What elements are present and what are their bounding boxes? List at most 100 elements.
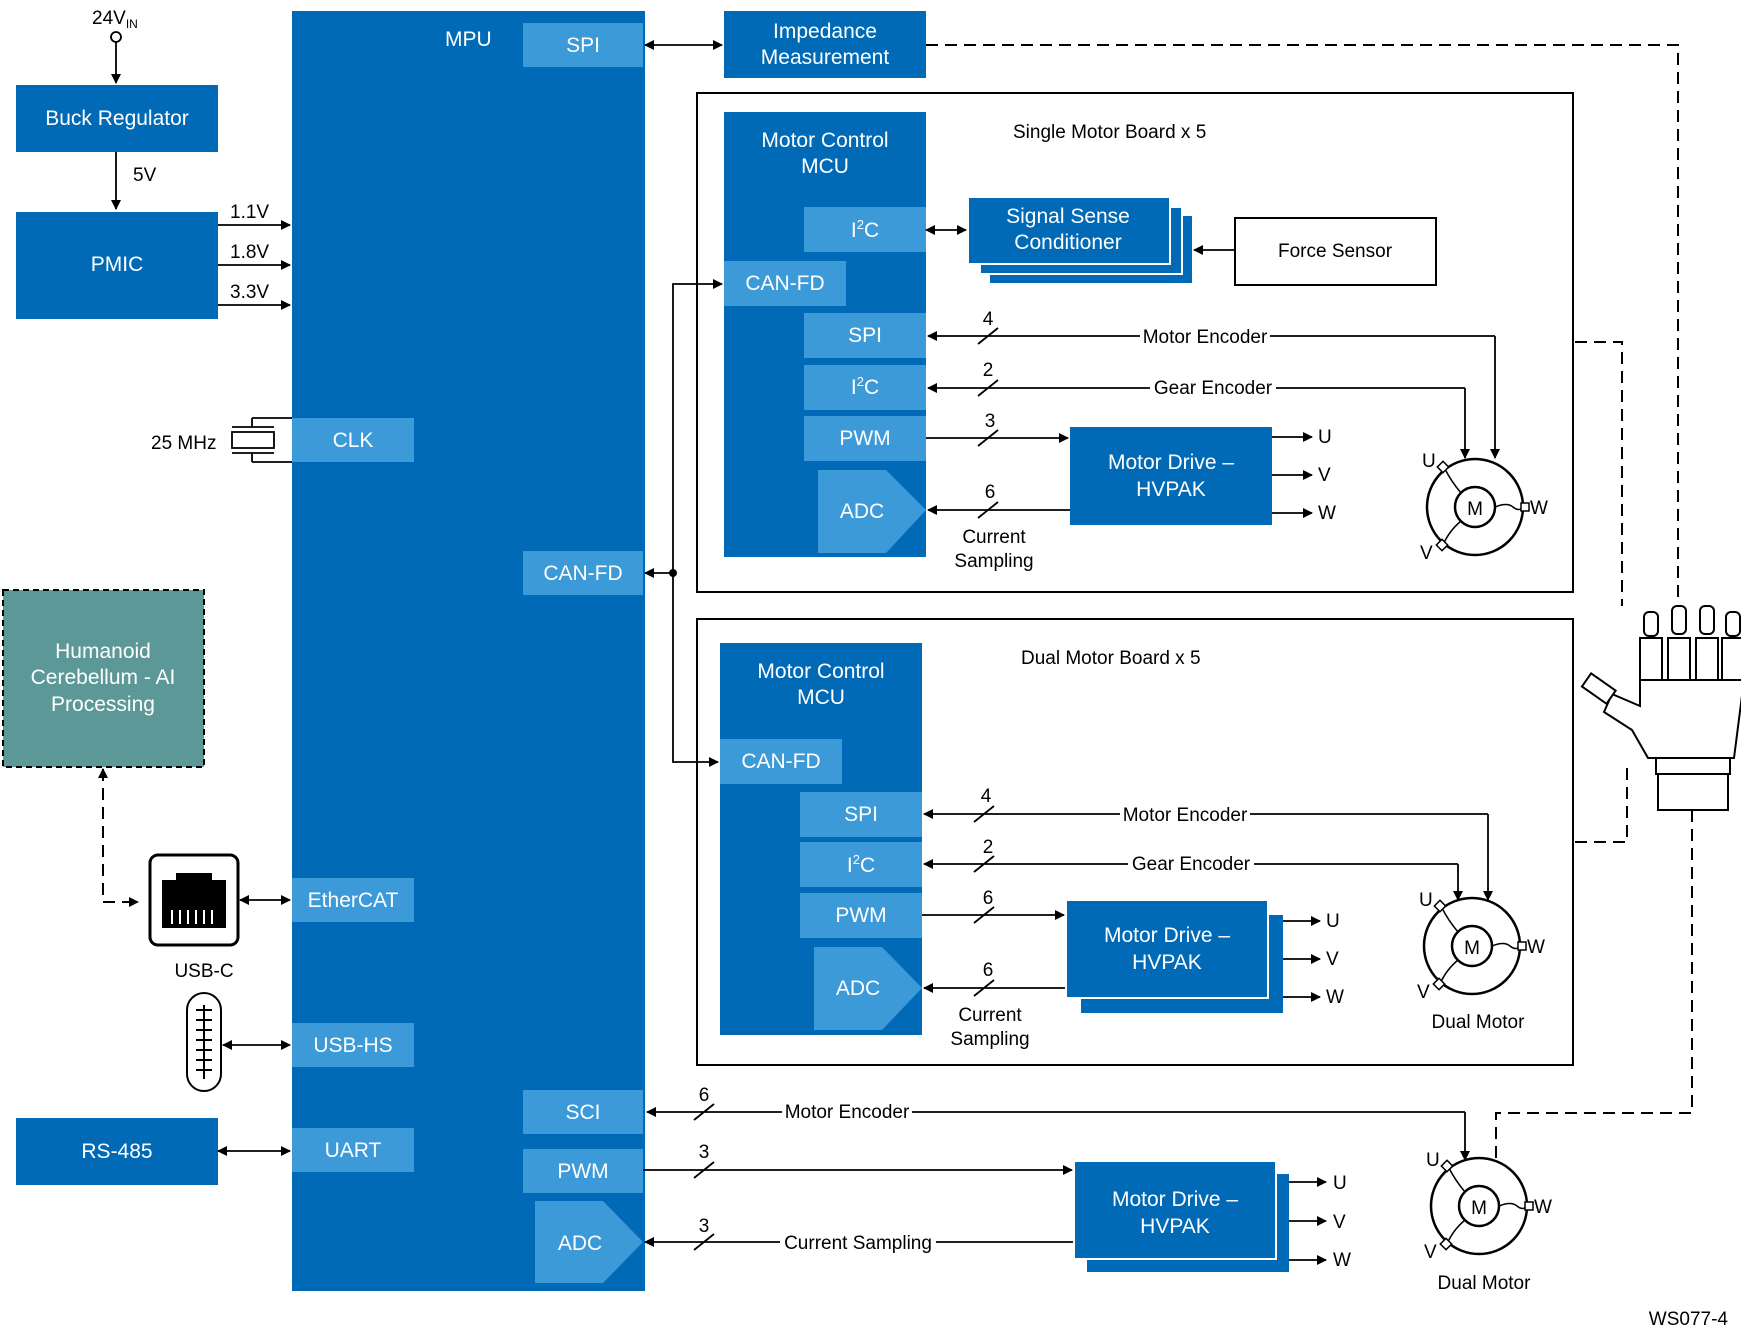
mpu-port-sci-label: SCI (565, 1101, 600, 1124)
single-motor-encoder-label: Motor Encoder (1143, 327, 1268, 348)
mpu-port-canfd (523, 551, 643, 595)
mpu-port-ethercat (292, 878, 414, 922)
bottom-out-v: V (1333, 1212, 1346, 1233)
single-port-i2c (804, 207, 926, 252)
single-port-adc-label: ADC (840, 500, 884, 523)
bottom-motor-drive-block (1073, 1160, 1277, 1260)
single-port-canfd (724, 261, 846, 306)
single-board-title: Single Motor Board x 5 (1013, 122, 1206, 143)
dual-motor-encoder-label: Motor Encoder (1123, 805, 1248, 826)
single-port-pwm (804, 416, 926, 461)
rs485-block (16, 1118, 218, 1185)
mpu-title: MPU (445, 28, 492, 51)
dual-adc-width: 6 (983, 960, 994, 981)
rail-1v8: 1.8V (230, 242, 269, 263)
rail-1v1: 1.1V (230, 202, 269, 223)
mpu-direct-drive: 6 Motor Encoder 3 3 Current Sampling Mot… (643, 1085, 1531, 1294)
dual-port-adc-label: ADC (836, 977, 880, 1000)
bottom-adc-width: 3 (699, 1216, 710, 1237)
mpu-port-pwm (523, 1149, 643, 1193)
vin-label: 24VIN (92, 8, 138, 31)
single-adc-width: 6 (985, 482, 996, 503)
bottom-motor-label: Dual Motor (1438, 1273, 1532, 1294)
mpu-port-uart (292, 1128, 414, 1172)
dual-port-pwm (800, 893, 922, 938)
dual-motor-label: Dual Motor (1432, 1012, 1526, 1033)
buck-regulator-block (16, 85, 218, 152)
bottom-out-u: U (1333, 1173, 1347, 1194)
mpu-port-adc (535, 1201, 643, 1283)
impedance-label-2: Measurement (761, 46, 890, 69)
dual-drive-label-2: HVPAK (1132, 951, 1202, 974)
bottom-current-label: Current Sampling (784, 1233, 932, 1254)
dual-out-v: V (1326, 949, 1339, 970)
dual-port-i2c-label: I2C (847, 852, 875, 877)
crystal-icon (231, 417, 292, 463)
signal-sense-label-1: Signal Sense (1006, 205, 1130, 228)
motor-v-label: V (1420, 543, 1433, 564)
bottom-motor-encoder-label: Motor Encoder (785, 1102, 910, 1123)
dual-port-pwm-label: PWM (835, 904, 886, 927)
single-port-canfd-label: CAN-FD (745, 272, 824, 295)
pmic-block (16, 212, 218, 319)
single-out-u: U (1318, 427, 1332, 448)
dual-i2c-width: 2 (983, 837, 994, 858)
single-out-w: W (1318, 503, 1336, 524)
crystal-label: 25 MHz (151, 433, 216, 454)
dual-current-label-1: Current (958, 1005, 1022, 1026)
single-current-label-2: Sampling (954, 551, 1033, 572)
mpu-port-sci (523, 1090, 643, 1134)
mpu-port-clk-label: CLK (333, 429, 374, 452)
mpu-port-clk (292, 418, 414, 462)
dual-port-canfd (720, 739, 842, 784)
power-section: 24VIN Buck Regulator 5V PMIC 1.1V 1.8V 3… (16, 8, 292, 463)
bottom-pwm-width: 3 (699, 1142, 710, 1163)
buck-regulator-label: Buck Regulator (45, 107, 189, 130)
mpu-port-pwm-label: PWM (557, 1160, 608, 1183)
canfd-bus (644, 279, 723, 767)
mpu-port-spi-label: SPI (566, 34, 600, 57)
motor-icon-bottom: M U V W (1424, 1150, 1552, 1263)
single-port-pwm-label: PWM (839, 427, 890, 450)
dual-gear-encoder-label: Gear Encoder (1132, 854, 1251, 875)
single-port-spi (804, 313, 926, 358)
dual-pwm-width: 6 (983, 888, 994, 909)
motor-w-label: W (1534, 1197, 1552, 1218)
dual-spi-width: 4 (981, 786, 992, 807)
single-drive-label-2: HVPAK (1136, 478, 1206, 501)
humanoid-cerebellum-block (2, 589, 205, 768)
ethernet-port-icon (148, 853, 240, 947)
force-sensor-label: Force Sensor (1278, 241, 1393, 262)
single-port-spi-label: SPI (848, 324, 882, 347)
dual-port-canfd-label: CAN-FD (741, 750, 820, 773)
single-out-v: V (1318, 465, 1331, 486)
signal-sense-label-2: Conditioner (1014, 231, 1121, 254)
mpu-port-usbhs-label: USB-HS (313, 1034, 392, 1057)
dual-drive-label-1: Motor Drive – (1104, 924, 1230, 947)
dual-out-w: W (1326, 987, 1344, 1008)
rail-3v3: 3.3V (230, 282, 269, 303)
motor-icon-single: M U V W (1420, 451, 1548, 564)
motor-w-label: W (1530, 498, 1548, 519)
pmic-label: PMIC (91, 253, 144, 276)
single-motor-board: Single Motor Board x 5 Motor Control MCU… (696, 92, 1574, 593)
dual-motor-board: Dual Motor Board x 5 Motor Control MCU C… (696, 618, 1574, 1066)
bottom-drive-label-1: Motor Drive – (1112, 1188, 1238, 1211)
single-gear-encoder-label: Gear Encoder (1154, 378, 1273, 399)
bottom-sci-width: 6 (699, 1085, 710, 1106)
bottom-out-w: W (1333, 1250, 1351, 1271)
single-motor-drive-block (1070, 427, 1272, 525)
single-current-label-1: Current (962, 527, 1026, 548)
single-port-i2c-gear (804, 365, 926, 410)
dual-port-i2c (800, 842, 922, 887)
host-label-2: Cerebellum - AI (31, 666, 176, 689)
single-port-adc (818, 470, 926, 553)
usb-connector-icon (186, 992, 222, 1092)
single-port-i2c-label: I2C (851, 217, 879, 242)
mpu-port-spi (523, 23, 643, 67)
host-label-1: Humanoid (55, 640, 151, 663)
motor-u-label: U (1422, 451, 1436, 472)
mpu-port-uart-label: UART (325, 1139, 382, 1162)
impedance-label-1: Impedance (773, 20, 877, 43)
